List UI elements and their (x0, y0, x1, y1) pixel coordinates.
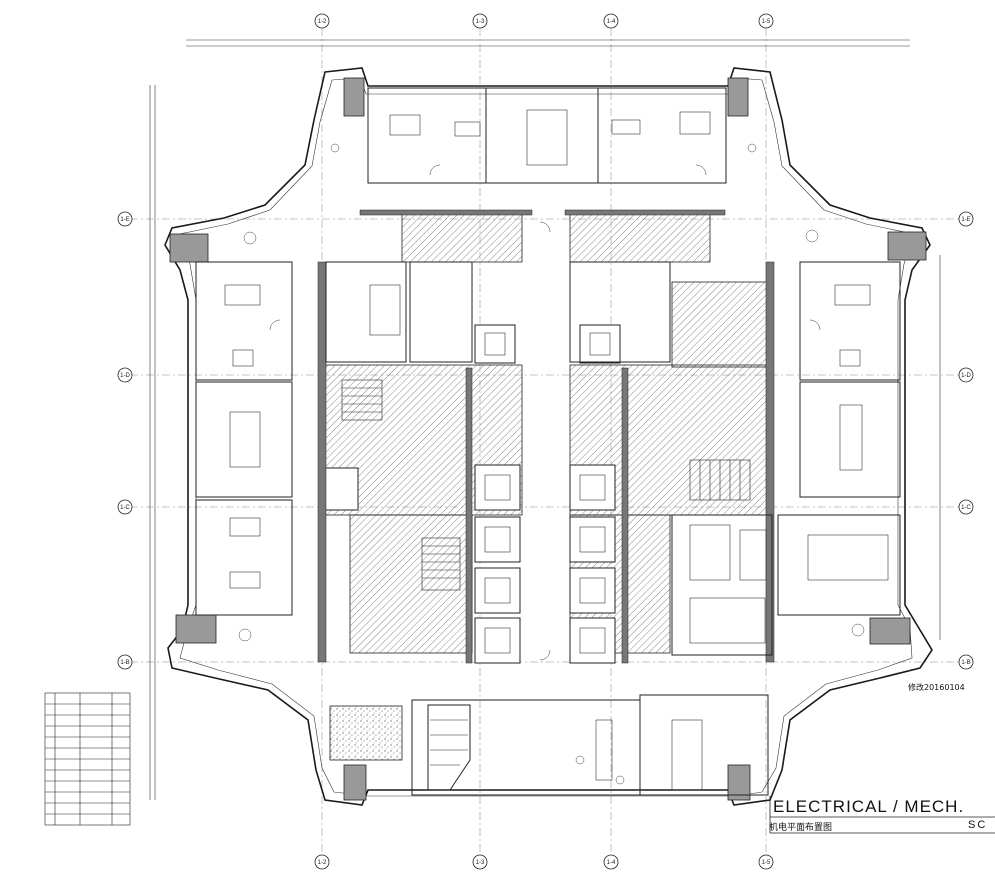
core-walls (317, 209, 775, 664)
grid-bubbles-rows-left (117, 211, 133, 670)
building-outline (164, 67, 933, 806)
core-hatched (321, 211, 771, 654)
building-inner-outline (179, 77, 915, 797)
grid-row-left-1: 1-E (120, 217, 129, 223)
grid-col-top-3: 1-4 (607, 19, 616, 25)
grid-col-bottom-4: 1-5 (762, 860, 771, 866)
drawing-scale-code: SC (968, 819, 988, 831)
furniture (224, 109, 889, 791)
room-partitions (195, 87, 901, 796)
drawing-title: ELECTRICAL / MECH. (773, 797, 965, 816)
grid-col-bottom-3: 1-4 (607, 860, 616, 866)
drawing-subtitle: 机电平面布置图 (769, 823, 833, 833)
elevator-shafts (321, 324, 621, 664)
grid-labels: 1-2 1-3 1-4 1-5 1-2 1-3 1-4 1-5 1-E 1-D … (120, 19, 971, 866)
chairs (238, 143, 865, 785)
dimension-lines (149, 39, 941, 800)
grid-col-top-2: 1-3 (476, 19, 485, 25)
grid-row-left-2: 1-D (120, 373, 130, 379)
grid-col-top-1: 1-2 (318, 19, 327, 25)
grid-bubbles-columns-bottom (314, 854, 774, 870)
grid-row-right-2: 1-D (961, 373, 971, 379)
grid-bubbles-rows-right (958, 211, 974, 670)
grid-col-bottom-1: 1-2 (318, 860, 327, 866)
grid-col-bottom-2: 1-3 (476, 860, 485, 866)
grid-col-top-4: 1-5 (762, 19, 771, 25)
grid-row-right-4: 1-B (961, 660, 970, 666)
grid-row-left-4: 1-B (120, 660, 129, 666)
revision-note: 修改20160104 (908, 683, 965, 692)
planting-area (329, 705, 403, 761)
door-swings (269, 164, 821, 661)
elevator-cars (484, 332, 611, 654)
legend-table (44, 692, 131, 826)
stairs (341, 379, 751, 791)
grid-row-right-1: 1-E (961, 217, 970, 223)
title-block (769, 796, 995, 834)
grid-lines (130, 28, 968, 860)
corner-columns (169, 77, 927, 801)
grid-bubbles-columns-top (314, 13, 774, 29)
grid-row-left-3: 1-C (120, 505, 130, 511)
grid-row-right-3: 1-C (961, 505, 971, 511)
